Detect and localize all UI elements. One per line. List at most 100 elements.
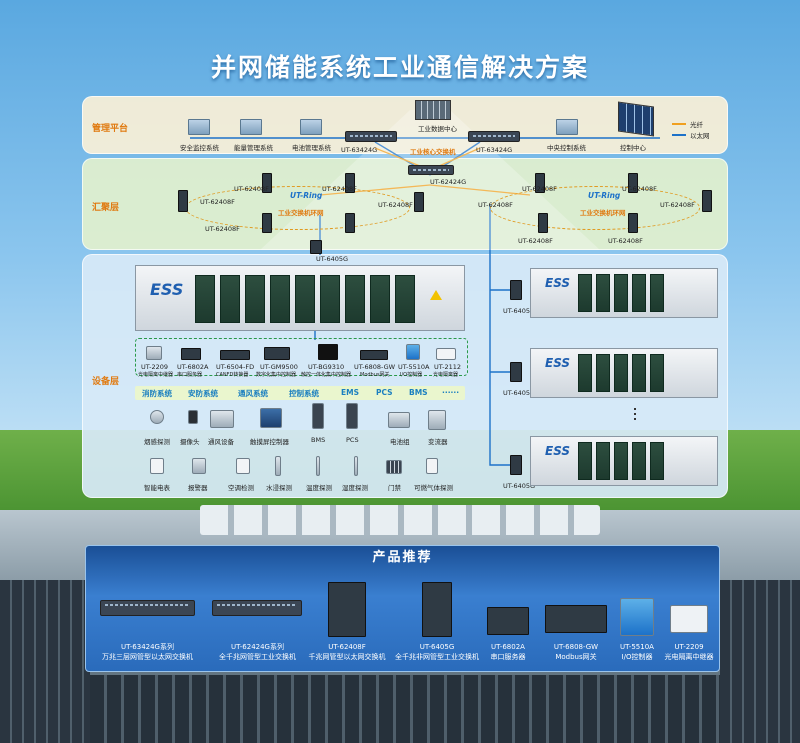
mgmt-node-label: 安全监控系统 [180,144,219,152]
equip-label: 温度探测 [306,484,332,492]
ring-switch-label: UT-62408F [518,237,553,245]
recommend-product-model: UT-6405G [419,643,455,651]
ring-switch [262,213,272,233]
recommend-product-model: UT-5510A [620,643,654,651]
ring-switch [345,173,355,193]
side-switch [510,362,522,382]
recommend-product-model: UT-62408F [328,643,366,651]
equip-label: 门禁 [388,484,401,492]
recommend-product-model: UT-63424G系列 [121,643,174,651]
ess-cell [220,275,240,323]
side-switch-label: UT-6405G [503,307,536,315]
recommend-product-desc: 万兆三层网管型以太网交换机 [102,653,193,661]
ring-switch-label: UT-62408F [660,201,695,209]
ring-switch [262,173,272,193]
building-roof-units [200,505,600,535]
ring-right-brand: UT-Ring [588,191,621,200]
core-switch-left-label: UT-63424G [341,146,378,154]
ess-cell [632,274,646,312]
ess-cell [578,442,592,480]
product-ut6808gw-device [360,350,388,360]
ring-switch [345,213,355,233]
recommend-product-desc: 千兆网管型以太网交换机 [308,653,386,661]
ess-label-main: ESS [150,280,184,299]
dev-product-model: UT-6802A [177,363,209,371]
ess-cell [395,275,415,323]
recommend-product-image [212,600,302,616]
legend-fiber-swatch [672,123,686,125]
ess-cell [345,275,365,323]
device-products-group [135,338,468,376]
product-ut5510a-device [406,344,420,360]
agg-center-switch [408,165,454,175]
ess-cell [632,354,646,392]
ess-cell [195,275,215,323]
ring-switch [538,213,548,233]
ess-cell [596,442,610,480]
dev-product-desc: 光电隔离器 [433,372,459,378]
equip-label: BMS [311,436,326,444]
touchscreen-controller-icon [260,408,282,428]
ring-switch-label: UT-62408F [234,185,269,193]
product-ut6802a-device [181,348,201,360]
category-ventilation: 通风系统 [238,389,268,398]
equip-label: 空调检测 [228,484,254,492]
ring-switch [702,190,712,212]
building-racks-right [720,580,800,743]
recommend-product-desc: 全千兆非网管型工业交换机 [395,653,479,661]
side-switch-label: UT-6405G [503,389,536,397]
ess-cell [370,275,390,323]
recommend-product-image [328,582,366,637]
ess-cell [650,442,664,480]
smoke-detector-icon [150,410,164,424]
recommend-product-image [545,605,607,633]
recommend-product-image [620,598,654,636]
product-ut2209-device [146,346,162,360]
equip-label: 烟感探测 [144,438,170,446]
ring-right [490,186,700,230]
humidity-sensor-icon [354,456,358,476]
product-utgm9500-device [264,347,290,360]
dev-product-desc: 串口服务器 [177,372,203,378]
side-switch-label: UT-6405G [503,482,536,490]
ring-switch [178,190,188,212]
battery-pack-icon [388,412,410,428]
ring-switch-label: UT-62408F [205,225,240,233]
ess-cell [245,275,265,323]
ring-switch-label: UT-62408F [478,201,513,209]
ess-cell [650,274,664,312]
uplink-switch [310,240,322,254]
dev-product-model: UT-5510A [398,363,430,371]
equip-label: 水浸探测 [266,484,292,492]
category-ems: EMS [341,388,359,397]
core-switch-label: 工业核心交换机 [410,148,456,156]
dev-product-desc: 触控一体化集中控制器 [301,372,352,378]
dev-product-model: UT-2112 [434,363,462,371]
ring-switch [628,213,638,233]
category-control: 控制系统 [289,389,319,398]
layer-label-mgmt: 管理平台 [92,124,129,134]
access-control-icon [386,460,402,474]
mgmt-node-label: 电池管理系统 [292,144,331,152]
ring-switch-label: UT-62408F [622,185,657,193]
ess-cell [614,354,628,392]
bms-cabinet-icon [312,403,324,429]
ess-cell [614,442,628,480]
ess-cell [650,354,664,392]
ellipsis-dots [634,408,636,422]
ring-right-label: 工业交换机环网 [580,209,626,217]
ring-left-brand: UT-Ring [290,191,323,200]
core-switch-left [345,131,397,142]
equip-label: 湿度探测 [342,484,368,492]
converter-icon [428,410,446,430]
camera-icon [188,410,198,424]
recommend-product-model: UT-2209 [674,643,704,651]
ess-cell [578,354,592,392]
alarm-icon [192,458,206,474]
dev-product-desc: 光电隔离中继器 [138,372,174,378]
dev-product-model: UT-6504-FD [216,363,255,371]
recommend-product-desc: Modbus网关 [555,653,597,661]
uplink-switch-label: UT-6405G [316,255,349,263]
central-control-device [556,119,578,135]
security-monitor-device [188,119,210,135]
